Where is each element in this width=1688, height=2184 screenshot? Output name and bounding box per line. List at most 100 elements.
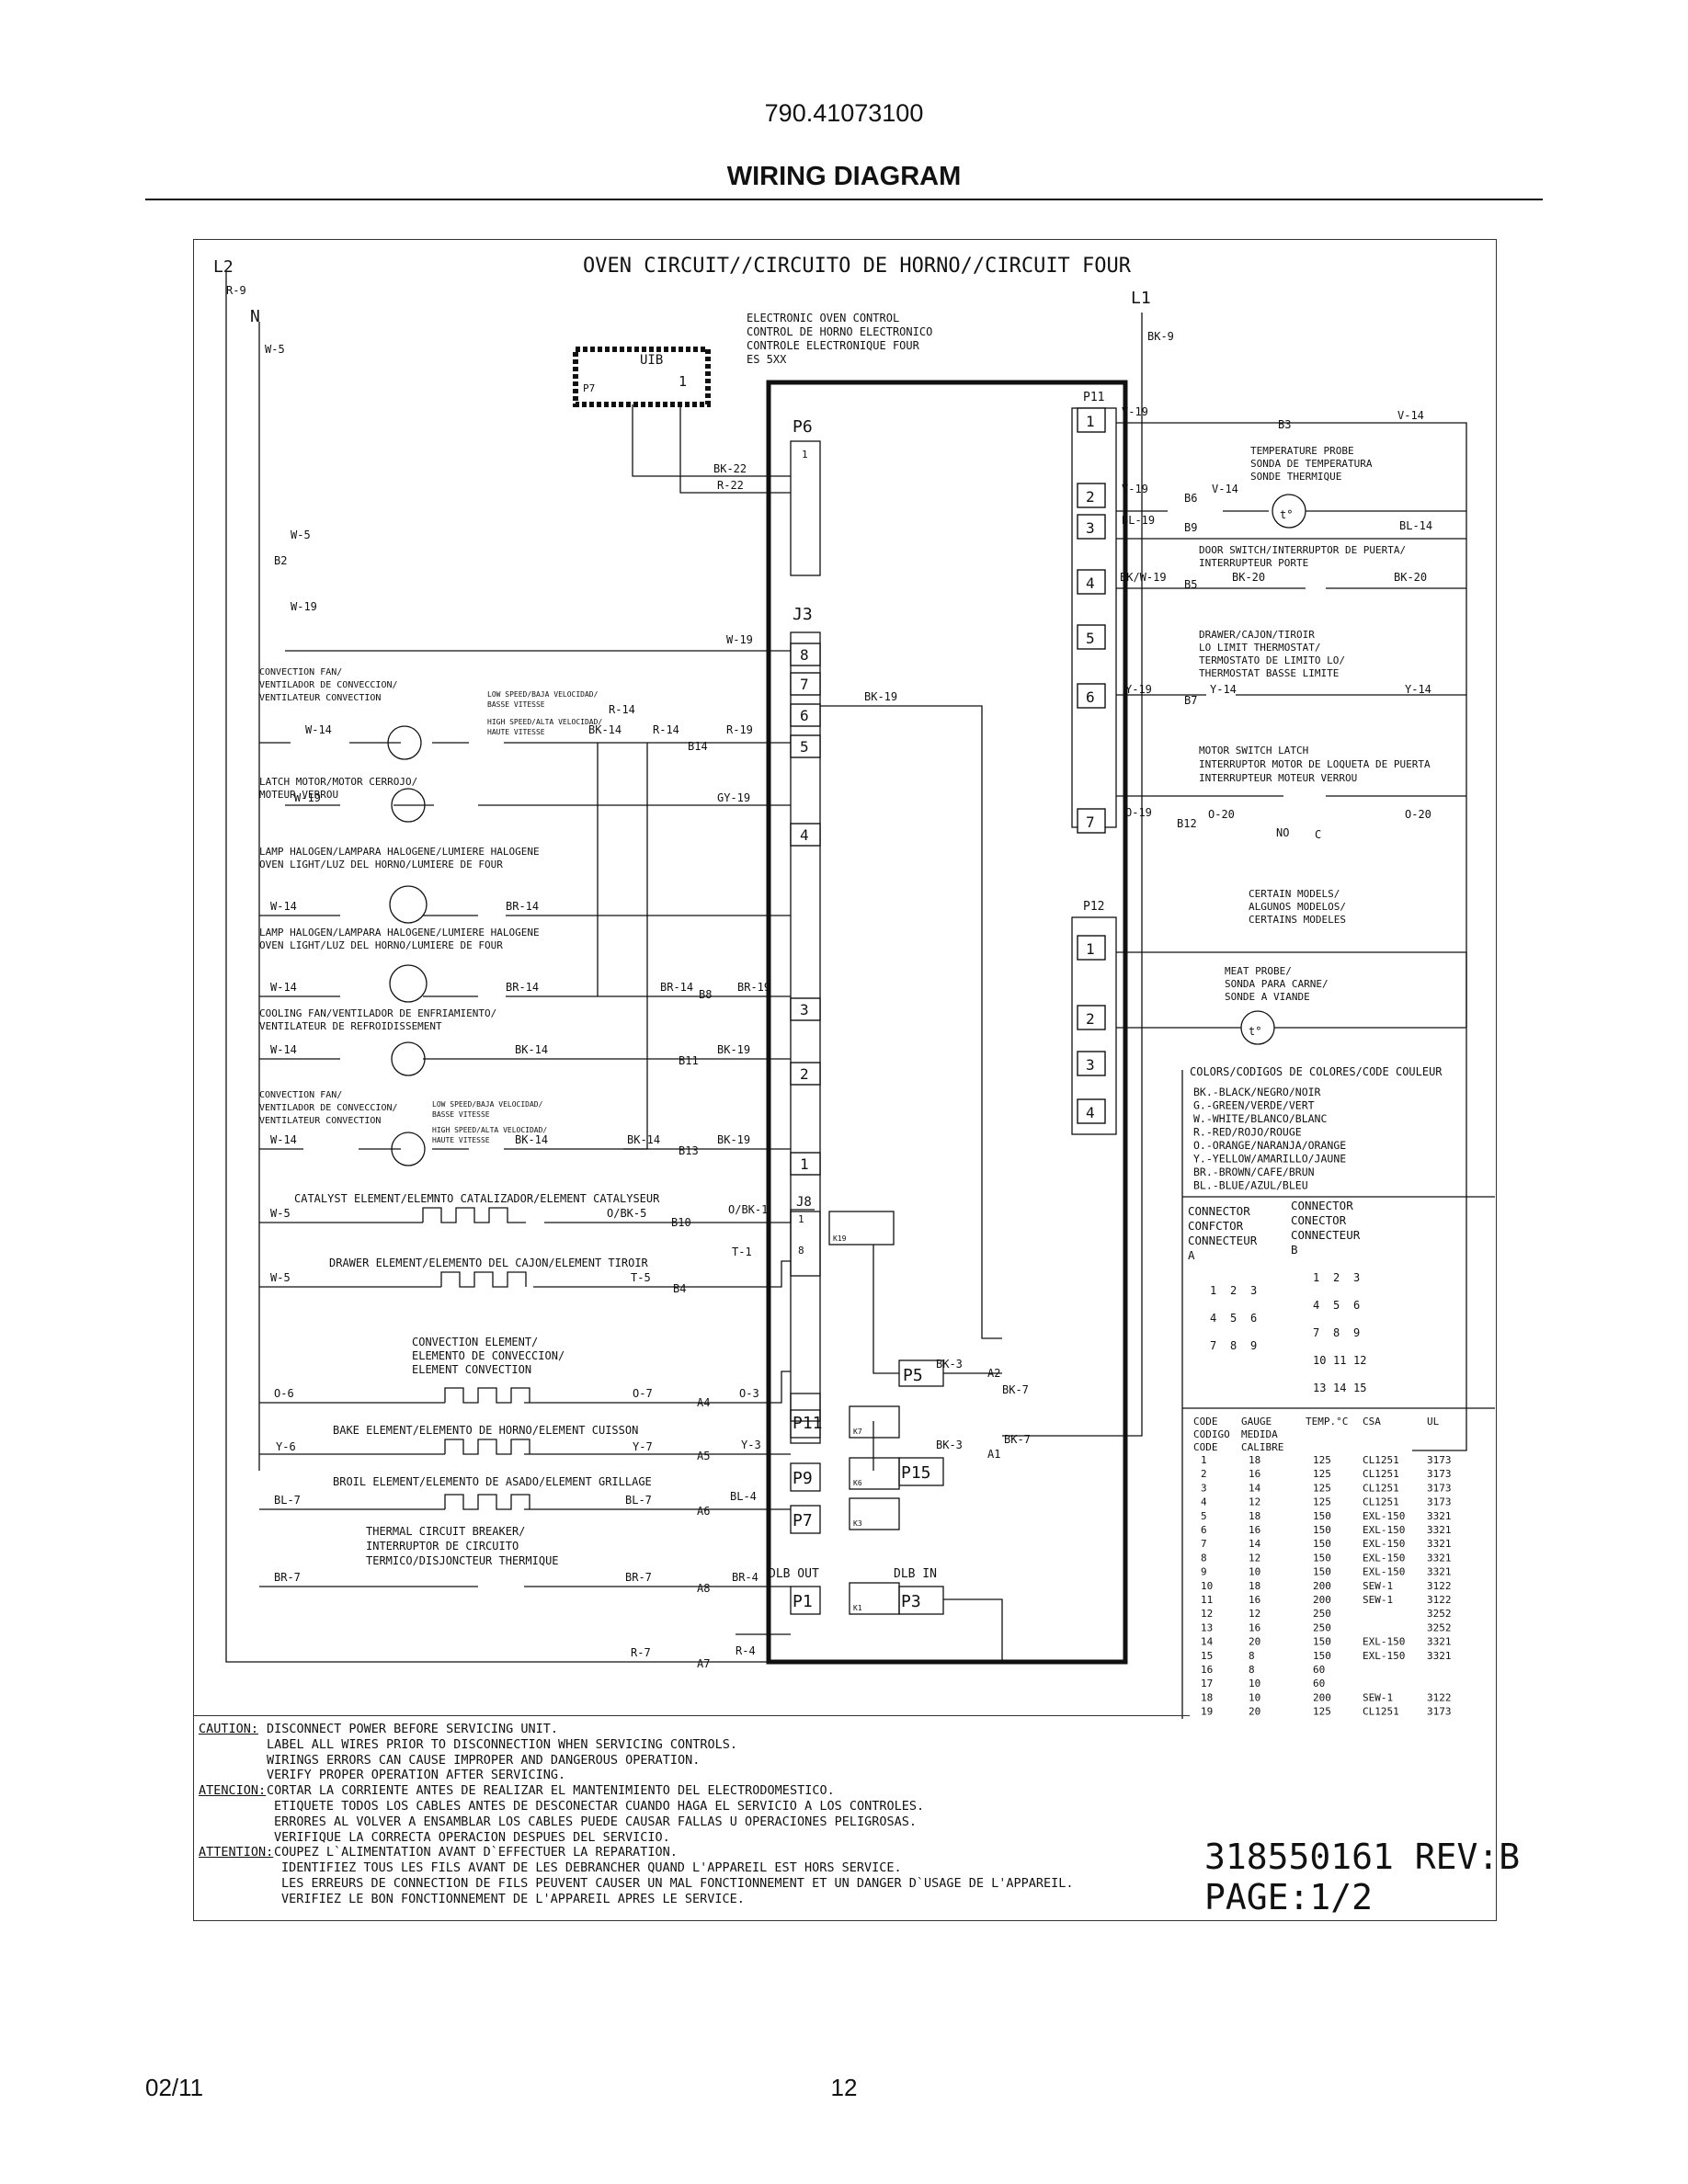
gauge-cell: 200: [1313, 1691, 1331, 1703]
gauge-header: GAUGE: [1241, 1416, 1272, 1428]
uib-pin: 1: [679, 373, 687, 390]
wire-label-bl7: BL-7: [274, 1494, 301, 1507]
wire-label-bl7: BL-7: [625, 1494, 652, 1507]
gauge-cell: 3173: [1427, 1482, 1452, 1494]
wire-label-r4: R-4: [736, 1644, 756, 1657]
connector-b-pin: 4: [1313, 1299, 1319, 1312]
connector-b-pin: 10: [1313, 1354, 1326, 1367]
relay-k6: K6: [853, 1479, 862, 1487]
wire-label-w19: W-19: [726, 633, 753, 646]
gauge-cell: CL1251: [1363, 1454, 1399, 1466]
wire-label-b14: B14: [688, 740, 708, 753]
control-label: CONTROL DE HORNO ELECTRONICO: [747, 325, 932, 338]
catalyst-label: CATALYST ELEMENT/ELEMNTO CATALIZADOR/ELE…: [294, 1192, 660, 1205]
temp-probe-label: TEMPERATURE PROBE: [1250, 445, 1354, 457]
motor-switch-label: INTERRUPTOR MOTOR DE LOQUETA DE PUERTA: [1199, 758, 1431, 770]
gauge-cell: 12: [1201, 1608, 1213, 1620]
j3-pin-box: [790, 672, 821, 696]
gauge-cell: 14: [1249, 1482, 1261, 1494]
relay-p1: P1: [793, 1592, 813, 1611]
connector-b-pin: 3: [1353, 1271, 1360, 1284]
low-speed-label: BASSE VITESSE: [487, 700, 545, 709]
wire-label-bk14: BK-14: [627, 1133, 660, 1146]
gauge-cell: 10: [1249, 1691, 1260, 1703]
convection-element-label: ELEMENT CONVECTION: [412, 1363, 531, 1376]
breaker-label: INTERRUPTOR DE CIRCUITO: [366, 1540, 519, 1553]
relay-k19: K19: [833, 1234, 847, 1243]
j3-pin: 3: [800, 1001, 809, 1018]
gauge-cell: CL1251: [1363, 1496, 1399, 1508]
breaker-label: THERMAL CIRCUIT BREAKER/: [366, 1525, 525, 1538]
gauge-cell: 4: [1201, 1496, 1207, 1508]
connector-b-pin: 9: [1353, 1326, 1360, 1339]
wire-label-bl14: BL-14: [1399, 519, 1432, 532]
p11-pin-box: [1077, 624, 1106, 650]
wire-label-b9: B9: [1184, 521, 1197, 534]
gauge-cell: 13: [1201, 1621, 1213, 1633]
wire-label-br4: BR-4: [732, 1571, 758, 1584]
wire-label-br14: BR-14: [506, 900, 539, 913]
wire-label-bk3: BK-3: [936, 1439, 963, 1451]
diagram-title: OVEN CIRCUIT//CIRCUITO DE HORNO//CIRCUIT…: [583, 255, 1132, 278]
low-speed-label-2: BASSE VITESSE: [432, 1110, 490, 1119]
cooling-fan-label: VENTILATEUR DE REFROIDISSEMENT: [259, 1020, 442, 1032]
gauge-cell: 200: [1313, 1580, 1331, 1592]
door-switch-label: DOOR SWITCH/INTERRUPTOR DE PUERTA/: [1199, 544, 1406, 556]
part-number: 318550161 REV:B: [1204, 1837, 1521, 1877]
gauge-cell: 150: [1313, 1636, 1331, 1648]
connector-a-pin: 5: [1230, 1312, 1237, 1325]
wire-label-c: C: [1315, 828, 1321, 841]
wire-label-b5: B5: [1184, 578, 1197, 591]
wire-label-br14: BR-14: [506, 981, 539, 994]
diagram-frame: [193, 239, 1497, 1921]
conv-fan-label: VENTILADOR DE CONVECCION/: [259, 680, 398, 690]
wire-label-t: t°: [1280, 508, 1293, 521]
connector-b-pin: 2: [1333, 1271, 1340, 1284]
connector-a-pin: 9: [1250, 1339, 1257, 1352]
wire-label-bk19: BK-19: [864, 690, 897, 703]
wire-label-bk19: BK-19: [717, 1133, 750, 1146]
p11-pin-box: [1077, 514, 1106, 540]
gauge-cell: EXL-150: [1363, 1636, 1405, 1648]
gauge-cell: 7: [1201, 1538, 1207, 1550]
high-speed-label: HIGH SPEED/ALTA VELOCIDAD/: [487, 718, 602, 726]
wire-label-b13: B13: [679, 1144, 699, 1157]
gauge-cell: 14: [1249, 1538, 1261, 1550]
page-title: WIRING DIAGRAM: [726, 162, 962, 191]
j3-pin-box: [790, 703, 821, 727]
gauge-cell: CL1251: [1363, 1468, 1399, 1480]
dlb-out: DLB OUT: [769, 1567, 819, 1581]
wire-label-a7: A7: [697, 1657, 710, 1670]
gauge-cell: 9: [1201, 1566, 1207, 1578]
gauge-cell: 18: [1249, 1510, 1260, 1522]
gauge-cell: EXL-150: [1363, 1524, 1405, 1536]
drawer-thermostat-label: THERMOSTAT BASSE LIMITE: [1199, 667, 1339, 679]
connector-a-pin: 6: [1250, 1312, 1257, 1325]
p11-pin-box: [1077, 808, 1106, 834]
gauge-cell: 18: [1249, 1580, 1260, 1592]
j3-pin: 6: [800, 707, 809, 724]
gauge-cell: 6: [1201, 1524, 1207, 1536]
gauge-cell: 11: [1201, 1594, 1213, 1606]
color-code: G.-GREEN/VERDE/VERT: [1193, 1099, 1315, 1112]
gauge-cell: EXL-150: [1363, 1566, 1405, 1578]
relay-p5: P5: [903, 1366, 923, 1385]
p12-pin-box: [1077, 1098, 1106, 1124]
header-j8: J8: [796, 1195, 812, 1210]
gauge-cell: 200: [1313, 1594, 1331, 1606]
j3-pin: 4: [800, 826, 809, 844]
wire-label-bl19: BL-19: [1122, 514, 1155, 527]
caution-block: CAUTION: DISCONNECT POWER BEFORE SERVICI…: [193, 1715, 1190, 1920]
relay-k7: K7: [853, 1428, 862, 1436]
p11-pin-box: [1077, 483, 1106, 508]
gauge-cell: 125: [1313, 1706, 1331, 1718]
footer-date: 02/11: [145, 2074, 204, 2101]
wire-label-bk3: BK-3: [936, 1358, 963, 1371]
atencion-label: ATENCION:: [199, 1783, 267, 1799]
wire-label-bk14: BK-14: [588, 723, 622, 736]
gauge-cell: 150: [1313, 1566, 1331, 1578]
meat-probe-label: MEAT PROBE/: [1225, 965, 1292, 977]
model-number: 790.41073100: [764, 99, 924, 127]
gauge-cell: 17: [1201, 1678, 1213, 1689]
wire-label-b3: B3: [1278, 418, 1291, 431]
